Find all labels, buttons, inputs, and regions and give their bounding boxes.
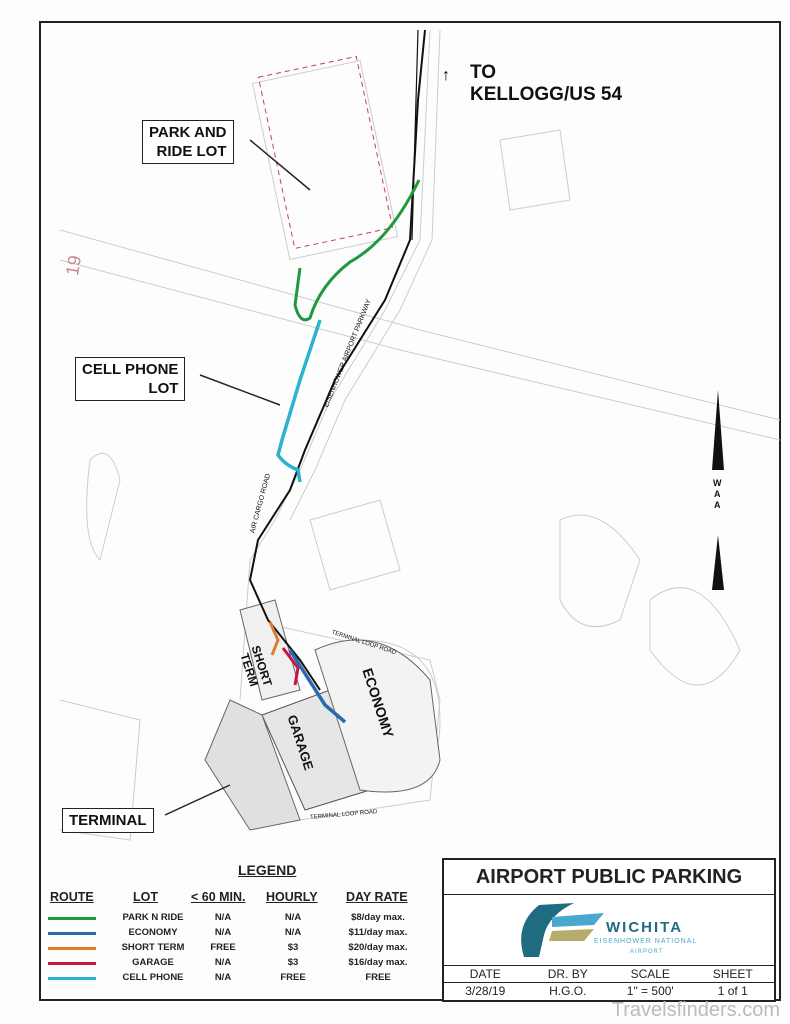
date-header: DATE (444, 966, 527, 983)
destination-line1: TO (470, 62, 497, 83)
legend-hourly: $3 (287, 957, 299, 968)
route-line-swatch (48, 977, 96, 980)
watermark: Travelsfinders.com (611, 999, 780, 1021)
destination-line2: KELLOGG/US 54 (470, 84, 623, 105)
legend-day: $16/day max. (348, 957, 408, 968)
legend-row: PARK N RIDE N/A N/A $8/day max. (48, 912, 428, 926)
north-letter: A (714, 500, 721, 510)
north-letter: A (714, 489, 721, 499)
legend-day: $11/day max. (348, 927, 408, 938)
terminal-callout: TERMINAL (62, 808, 154, 833)
park-n-ride-route (293, 179, 421, 322)
cell-phone-callout: CELL PHONE LOT (75, 357, 186, 401)
callout-line: RIDE LOT (156, 143, 227, 160)
route-line-swatch (48, 932, 96, 935)
logo-mark-icon (521, 903, 604, 957)
legend-header-dayrate: DAY RATE (346, 890, 408, 904)
drawn-by-value: H.G.O. (549, 984, 587, 998)
legend-row: SHORT TERM FREE $3 $20/day max. (48, 942, 428, 956)
legend-day: $20/day max. (348, 942, 408, 953)
legend-row: ECONOMY N/A N/A $11/day max. (48, 927, 428, 941)
legend-header-under60: < 60 MIN. (191, 890, 246, 904)
wichita-airport-logo: WICHITA EISENHOWER NATIONAL AIRPORT (444, 895, 774, 966)
garage-route (281, 647, 300, 686)
legend-under60: FREE (210, 942, 236, 953)
legend-hourly: FREE (280, 972, 306, 983)
callout-line: LOT (148, 380, 179, 397)
legend-hourly: N/A (284, 912, 302, 923)
legend-lot: ECONOMY (128, 927, 178, 938)
sheet-title: AIRPORT PUBLIC PARKING (444, 860, 774, 895)
short-term-lot (239, 599, 301, 701)
callout-line: PARK AND (149, 124, 227, 141)
economy-lot (314, 639, 441, 793)
drawn-by-header: DR. BY (526, 966, 609, 983)
up-arrow-icon: ↑ (442, 67, 450, 84)
destination-label: TO KELLOGG/US 54 (470, 62, 622, 106)
route-line-swatch (48, 947, 96, 950)
park-and-ride-callout: PARK AND RIDE LOT (142, 120, 234, 164)
short-term-route (268, 621, 280, 656)
sheet-header: SHEET (691, 966, 774, 983)
main-access-route (248, 29, 426, 691)
callout-line: CELL PHONE (82, 361, 179, 378)
route-line-swatch (48, 962, 96, 965)
legend-row: GARAGE N/A $3 $16/day max. (48, 957, 428, 971)
legend-lot: SHORT TERM (121, 942, 185, 953)
cell-phone-route (276, 319, 322, 483)
scale-value: 1" = 500' (626, 984, 674, 998)
legend-day: $8/day max. (351, 912, 405, 923)
economy-route (288, 649, 347, 724)
legend-under60: N/A (214, 912, 232, 923)
legend-under60: N/A (214, 957, 232, 968)
sheet-border (39, 21, 781, 1001)
legend-day: FREE (365, 972, 391, 983)
park-and-ride-lot-outline (257, 55, 394, 250)
callout-leaders (164, 139, 311, 816)
legend-header-hourly: HOURLY (266, 890, 318, 904)
date-value: 3/28/19 (465, 984, 506, 998)
legend-lot: PARK N RIDE (122, 912, 184, 923)
legend-hourly: $3 (287, 942, 299, 953)
logo-sub1: EISENHOWER NATIONAL (594, 938, 698, 945)
title-block: AIRPORT PUBLIC PARKING WICHITA EISENHOWE… (442, 858, 776, 1002)
legend-hourly: N/A (284, 927, 302, 938)
route-marker-label: 19 (61, 253, 86, 278)
logo-name: WICHITA (606, 919, 684, 936)
legend-lot: GARAGE (132, 957, 174, 968)
sheet-value: 1 of 1 (717, 984, 748, 998)
scale-header: SCALE (609, 966, 692, 983)
terminal-building (204, 699, 301, 831)
north-letters: W A A (713, 478, 722, 511)
legend-title: LEGEND (238, 862, 297, 878)
legend-header-route: ROUTE (50, 890, 94, 904)
legend-under60: N/A (214, 927, 232, 938)
north-arrow-icon (712, 390, 724, 590)
legend-row: CELL PHONE N/A FREE FREE (48, 972, 428, 986)
title-block-info: DATE DR. BY SCALE SHEET 3/28/19 H.G.O. 1… (444, 966, 774, 999)
legend-lot: CELL PHONE (122, 972, 184, 983)
legend-header-lot: LOT (133, 890, 158, 904)
north-letter: W (713, 478, 722, 488)
legend-under60: N/A (214, 972, 232, 983)
logo-sub2: AIRPORT (630, 949, 664, 955)
route-line-swatch (48, 917, 96, 920)
